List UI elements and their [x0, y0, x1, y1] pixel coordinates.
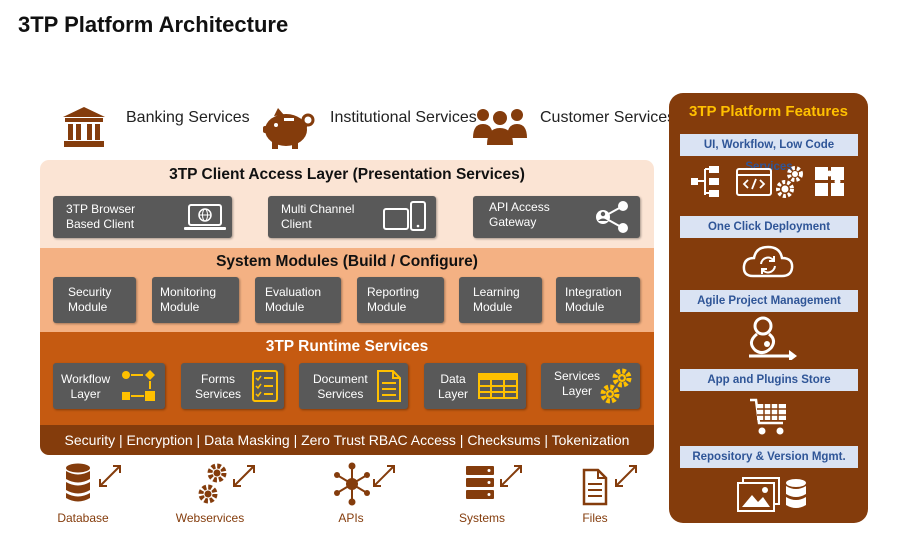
apis-label: APIs — [338, 511, 364, 525]
feature-agile-project-management: Agile Project Management — [680, 290, 858, 312]
piggy-bank-icon — [263, 108, 315, 149]
database-label: Database — [57, 511, 109, 525]
system-modules-layer: System Modules (Build / Configure) Secur… — [40, 248, 654, 332]
client-access-layer-title: 3TP Client Access Layer (Presentation Se… — [169, 166, 525, 183]
share-icon — [596, 201, 628, 233]
data-layer-label: Data Layer — [438, 372, 469, 401]
bank-icon — [63, 107, 105, 147]
api-hub-icon — [334, 462, 395, 506]
evaluation-module-box: Evaluation Module — [255, 277, 341, 323]
data-layer-box: Data Layer — [424, 363, 526, 409]
table-icon — [478, 373, 518, 399]
files-label: Files — [582, 511, 608, 525]
cloud-sync-icon — [742, 245, 794, 278]
document-services-label: Document Services — [313, 372, 368, 401]
feature-one-click-deployment: One Click Deployment — [680, 216, 858, 238]
learning-module-label: Learning Module — [473, 285, 520, 314]
evaluation-module-label: Evaluation Module — [265, 285, 322, 314]
runtime-services-layer-title: 3TP Runtime Services — [265, 338, 429, 355]
feature-app-plugins-store: App and Plugins Store — [680, 369, 858, 391]
banking-services-label: Banking Services — [126, 109, 250, 126]
webservices-gears-icon — [198, 463, 255, 504]
system-modules-layer-title: System Modules (Build / Configure) — [216, 253, 478, 270]
security-bar: Security | Encryption | Data Masking | Z… — [40, 425, 654, 455]
browser-client-label: 3TP Browser Based Client — [66, 202, 136, 231]
feature-ui-workflow-low-code: UI, Workflow, Low Code Services — [680, 134, 858, 173]
devices-icon — [383, 201, 426, 231]
monitoring-module-box: Monitoring Module — [152, 277, 239, 323]
workflow-layer-label: Workflow Layer — [61, 372, 111, 401]
api-access-gateway-label: API Access Gateway — [489, 200, 550, 229]
systems-label: Systems — [458, 511, 505, 525]
multi-channel-client-box: Multi Channel Client — [268, 196, 436, 238]
reporting-module-box: Reporting Module — [357, 277, 444, 323]
feature-repository-version-mgmt: Repository & Version Mgmt. — [680, 446, 858, 468]
forms-services-label: Forms Services — [195, 372, 242, 401]
integration-module-box: Integration Module — [556, 277, 640, 323]
repository-icon — [737, 477, 806, 512]
services-layer-box: Services Layer — [541, 363, 640, 409]
forms-services-box: Forms Services — [181, 363, 284, 409]
database-icon — [66, 463, 121, 502]
low-code-icons — [691, 166, 844, 198]
services-layer-label: Services Layer — [554, 369, 601, 398]
workflow-layer-box: Workflow Layer — [53, 363, 165, 409]
institutional-services-label: Institutional Services — [330, 109, 477, 126]
monitoring-module-label: Monitoring Module — [160, 285, 217, 314]
gears-icon — [600, 368, 632, 404]
reporting-module-label: Reporting Module — [367, 285, 420, 314]
workflow-icon — [122, 370, 155, 401]
integration-module-label: Integration Module — [565, 285, 622, 314]
agile-cycle-icon — [749, 316, 797, 360]
learning-module-box: Learning Module — [459, 277, 542, 323]
laptop-globe-icon — [184, 204, 226, 230]
platform-features-panel: 3TP Platform Features UI, Workflow, Low … — [669, 93, 868, 523]
security-module-box: Security Module — [53, 277, 136, 323]
page-title: 3TP Platform Architecture — [18, 12, 289, 37]
shopping-cart-icon — [750, 398, 786, 435]
multi-channel-client-label: Multi Channel Client — [281, 202, 355, 231]
customers-icon — [473, 109, 527, 145]
browser-client-box: 3TP Browser Based Client — [53, 196, 232, 238]
api-access-gateway-box: API Access Gateway — [473, 196, 640, 238]
security-module-label: Security Module — [68, 285, 112, 314]
document-services-box: Document Services — [299, 363, 408, 409]
customer-services-label: Customer Services — [540, 109, 676, 126]
document-icon — [377, 370, 401, 402]
platform-features-title: 3TP Platform Features — [689, 103, 848, 120]
client-access-layer: 3TP Client Access Layer (Presentation Se… — [40, 160, 654, 248]
runtime-services-layer: 3TP Runtime Services Workflow Layer Form… — [40, 332, 654, 425]
webservices-label: Webservices — [175, 511, 245, 525]
file-icon — [582, 465, 637, 506]
server-icon — [466, 465, 522, 499]
checklist-icon — [252, 370, 278, 402]
